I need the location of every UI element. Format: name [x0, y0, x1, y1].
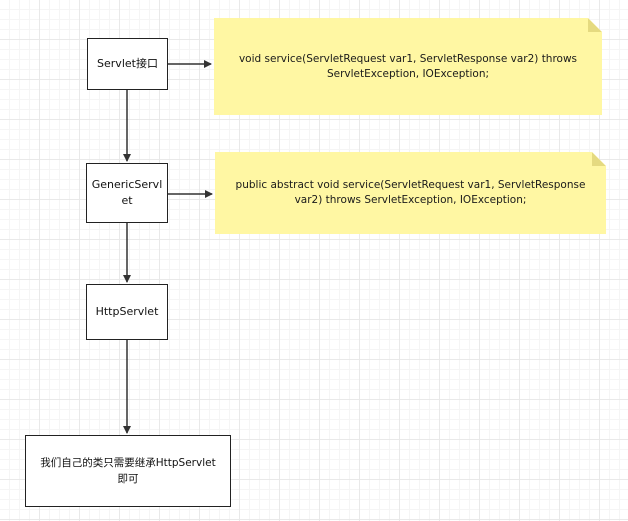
- generic-service-note: public abstract void service(ServletRequ…: [215, 152, 606, 234]
- custom-class-node: 我们自己的类只需要继承HttpServlet 即可: [25, 435, 231, 507]
- servlet-service-note-text: void service(ServletRequest var1, Servle…: [238, 52, 578, 80]
- custom-class-label: 我们自己的类只需要继承HttpServlet 即可: [40, 455, 215, 487]
- http-servlet-node: HttpServlet: [86, 284, 168, 340]
- servlet-interface-node: Servlet接口: [87, 38, 168, 90]
- custom-class-label-line2: 即可: [117, 473, 139, 485]
- generic-servlet-node: GenericServl et: [86, 163, 168, 223]
- servlet-service-note: void service(ServletRequest var1, Servle…: [214, 18, 602, 115]
- http-servlet-label: HttpServlet: [95, 305, 159, 318]
- servlet-interface-label: Servlet接口: [97, 57, 158, 70]
- custom-class-label-line1: 我们自己的类只需要继承HttpServlet: [40, 457, 216, 469]
- generic-service-note-text: public abstract void service(ServletRequ…: [235, 179, 586, 206]
- generic-servlet-label-line1: GenericServl: [91, 178, 163, 191]
- generic-servlet-label: GenericServl et: [92, 177, 163, 209]
- generic-servlet-label-line2: et: [121, 194, 133, 207]
